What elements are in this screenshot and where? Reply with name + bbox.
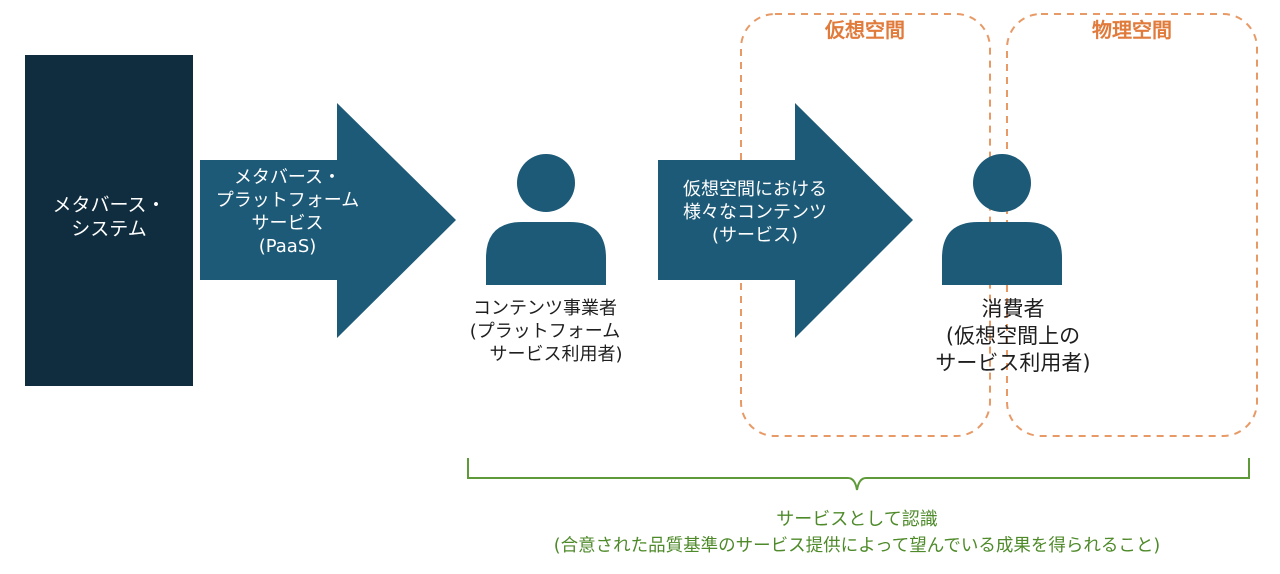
physical-space-label: 物理空間 (1092, 18, 1172, 42)
metaverse-system-label: メタバース・ システム (52, 194, 166, 241)
virtual-space-zone (740, 13, 991, 437)
virtual-space-label: 仮想空間 (825, 18, 905, 42)
content-service-arrow-label: 仮想空間における 様々なコンテンツ (サービス) (683, 179, 827, 247)
consumer-label: 消費者 (仮想空間上の サービス利用者) (935, 297, 1091, 375)
service-recognition-brace (467, 458, 1250, 491)
content-business-label: コンテンツ事業者 (プラットフォーム サービス利用者) (469, 298, 623, 366)
content-service-arrow (658, 103, 913, 338)
metaverse-system-box (25, 55, 193, 386)
service-recognition-title: サービスとして認識 (776, 509, 938, 530)
platform-service-arrow (200, 103, 456, 338)
consumer-person-icon (942, 154, 1062, 285)
content-business-person-icon (486, 154, 606, 285)
platform-service-arrow-label: メタバース・ プラットフォーム サービス (PaaS) (215, 167, 360, 258)
service-recognition-description: (合意された品質基準のサービス提供によって望んでいる成果を得られること) (553, 536, 1161, 556)
